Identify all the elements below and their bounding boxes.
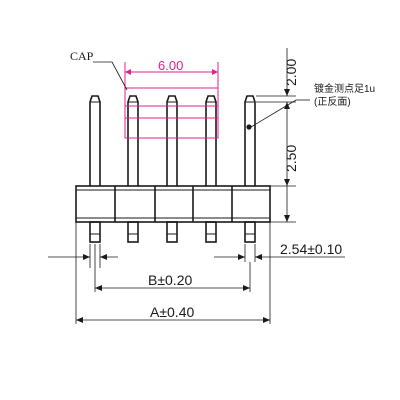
- cap-label: CAP: [70, 49, 94, 63]
- dim-b: B±0.20: [94, 244, 251, 292]
- plating-note-line1: 镀金测点足1u: [314, 82, 375, 95]
- pin-5: [244, 95, 256, 186]
- cap-highlight: 6.00: [124, 58, 219, 139]
- plating-note: 镀金测点足1u (正反面): [250, 82, 375, 128]
- cap-width-label: 6.00: [158, 58, 183, 73]
- dim-b-label: B±0.20: [148, 272, 192, 288]
- pin-height-dimension: 2.50: [270, 124, 299, 223]
- plating-test-point: [246, 124, 252, 130]
- pitch-label: 2.54±0.10: [280, 241, 342, 257]
- solder-tails: [89, 221, 256, 243]
- tip-length-dimension: 2.00: [256, 48, 299, 124]
- housing: [75, 185, 271, 223]
- tip-length-label: 2.00: [283, 59, 299, 86]
- cap-callout: CAP: [70, 49, 128, 91]
- pin-height-label: 2.50: [283, 145, 299, 172]
- plating-note-line2: (正反面): [314, 96, 351, 108]
- pin-1: [89, 95, 101, 186]
- pin-3: [166, 95, 178, 186]
- pitch-dimension: 2.54±0.10: [48, 241, 345, 268]
- pin-4: [205, 95, 217, 186]
- pin-2: [127, 95, 139, 186]
- dim-a-label: A±0.40: [150, 304, 194, 320]
- dim-a: A±0.40: [75, 222, 271, 324]
